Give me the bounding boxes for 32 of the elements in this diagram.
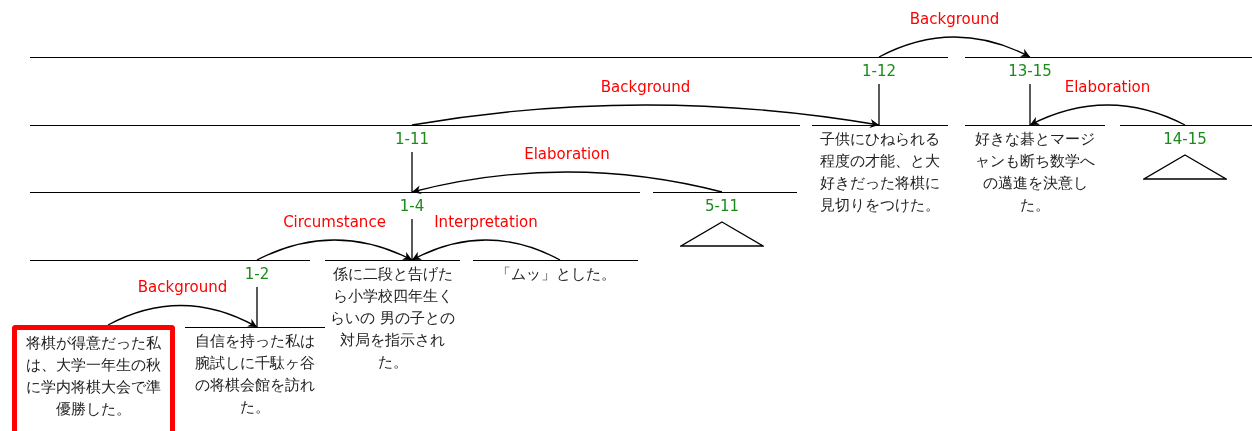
text-segment: [473, 260, 638, 285]
tree-link: [411, 218, 413, 261]
span-label: 14-15: [1163, 130, 1207, 148]
tree-link: [878, 83, 880, 126]
segment-text: 将棋が得意だった私は、大学一年生の秋に学内将棋大会で準優勝した。: [25, 333, 162, 420]
span-label: 1-12: [862, 62, 896, 80]
collapsed-subtree-triangle: [680, 221, 764, 247]
tree-link: [411, 151, 413, 193]
span-label: 1-2: [244, 265, 270, 283]
relation-arrow: [256, 239, 413, 261]
segment-text: 係に二段と告げたら小学校四年生くらいの 男の子との対局を指示された。: [329, 264, 456, 373]
span-label: 1-11: [395, 130, 429, 148]
collapsed-subtree-triangle: [1143, 154, 1227, 180]
relation-arrow: [878, 36, 1031, 58]
span-label: 13-15: [1008, 62, 1052, 80]
relation-arrow: [107, 304, 258, 328]
span-line: [1120, 125, 1252, 183]
segment-text: 「ムッ」とした。: [494, 264, 617, 285]
relation-arrow: [411, 239, 561, 261]
relation-label: Interpretation: [432, 213, 540, 231]
span-label: 5-11: [705, 197, 739, 215]
segment-text: 子供にひねられる程度の才能、と大好きだった将棋に見切りをつけた。: [819, 129, 941, 216]
relation-arrow: [411, 171, 723, 195]
tree-link: [256, 286, 258, 328]
relation-arrow: [411, 104, 880, 129]
segment-text: 好きな碁とマージャンも断ち数学への邁進を決意した。: [974, 129, 1096, 216]
span-label: 1-4: [399, 197, 425, 215]
segment-text: 自信を持った私は腕試しに千駄ヶ谷の将棋会館を訪れた。: [194, 331, 316, 418]
highlighted-segment: [12, 325, 175, 431]
relation-arrow: [1029, 104, 1186, 126]
tree-link: [1029, 83, 1031, 126]
span-line: [653, 192, 797, 250]
